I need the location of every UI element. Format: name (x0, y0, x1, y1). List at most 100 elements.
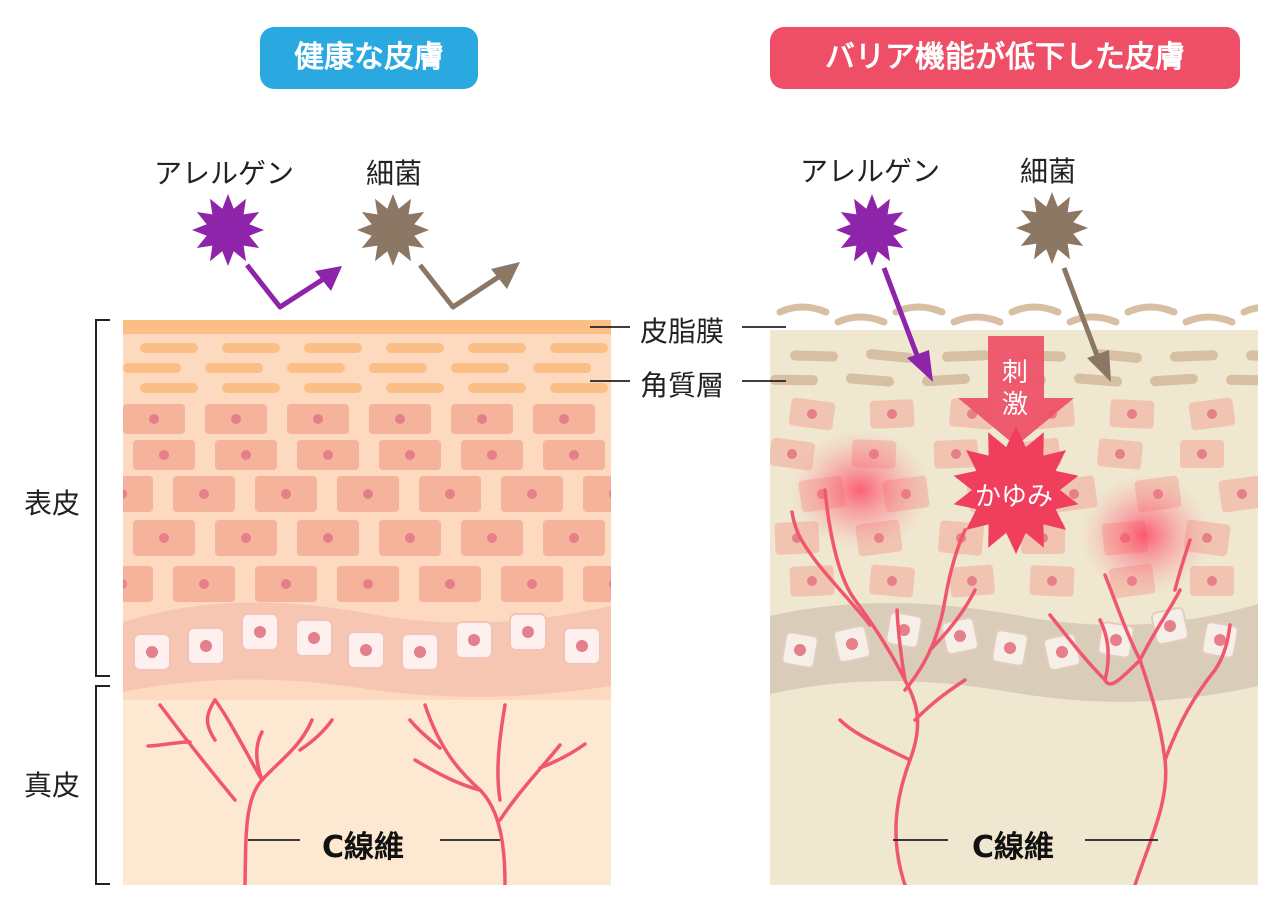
bacteria-label-left: 細菌 (366, 157, 423, 190)
cell-nucleus (363, 489, 373, 499)
corneum-cell (1226, 374, 1258, 386)
cell-nucleus (705, 449, 715, 459)
arrow-icon (907, 350, 933, 382)
corneum-cell (922, 373, 970, 387)
corneum-cell (123, 363, 181, 373)
corneum-cell (304, 343, 362, 353)
arrow-icon (491, 262, 520, 289)
keratinocyte (41, 404, 103, 434)
allergen-star-icon (192, 194, 264, 266)
peeled-flake (776, 303, 830, 316)
cell-nucleus (159, 450, 169, 460)
keratinocyte (51, 520, 113, 556)
cell-nucleus (445, 579, 455, 589)
keratinocyte (51, 440, 113, 470)
cell-nucleus (159, 533, 169, 543)
cell-nucleus (1207, 409, 1217, 419)
corneum-cell (550, 383, 608, 393)
stimulus-label-2: 激 (1002, 390, 1029, 420)
inflammation-spot (790, 430, 930, 550)
cell-nucleus (241, 533, 251, 543)
cell-nucleus (887, 576, 897, 586)
corneum-cell (790, 350, 838, 362)
cell-nucleus (609, 490, 611, 498)
cell-nucleus (281, 579, 291, 589)
healthy-keratinocytes (41, 404, 611, 602)
cell-nucleus (445, 489, 455, 499)
corneum-cell (205, 363, 263, 373)
peeled-flake (1124, 303, 1178, 316)
corneum-cell (468, 383, 526, 393)
cell-nucleus (846, 638, 858, 650)
corneum-cell (287, 363, 345, 373)
cell-nucleus (487, 533, 497, 543)
cell-nucleus (281, 489, 291, 499)
c-fiber-label-left: C線維 (322, 830, 405, 865)
cell-nucleus (1197, 449, 1207, 459)
keratinocyte (692, 521, 737, 555)
cell-nucleus (787, 449, 797, 459)
cell-nucleus (146, 646, 158, 658)
corneum-cell (550, 343, 608, 353)
itch-label: かゆみ (975, 482, 1054, 512)
allergen-label-right: アレルゲン (800, 155, 941, 188)
allergen-deflect-arrow (245, 263, 327, 310)
cell-nucleus (569, 450, 579, 460)
cell-nucleus (609, 580, 611, 588)
peeled-flake (1008, 303, 1062, 316)
epidermis-label: 表皮 (24, 487, 81, 520)
cell-nucleus (967, 576, 977, 586)
corneum-cell (222, 383, 280, 393)
corneum-cell (533, 363, 591, 373)
healthy-basal-cells (133, 613, 601, 671)
cell-nucleus (898, 624, 910, 636)
damaged-c-fibers (790, 488, 1232, 885)
sebum-film-label: 皮脂膜 (640, 315, 725, 348)
cell-nucleus (360, 644, 372, 656)
corneum-cell (140, 343, 198, 353)
corneum-cell (369, 363, 427, 373)
healthy-sebum-film (123, 320, 611, 334)
healthy-skin-section (41, 320, 611, 885)
corneum-cell (140, 383, 198, 393)
cell-nucleus (522, 626, 534, 638)
stratum-corneum-label: 角質層 (640, 369, 725, 402)
cell-nucleus (1164, 620, 1176, 632)
keratinocyte (687, 438, 733, 470)
bacteria-penetrate-arrow (1061, 267, 1101, 359)
cell-nucleus (199, 489, 209, 499)
peeled-flake (834, 313, 888, 326)
healthy-c-fibers (146, 698, 587, 885)
corneum-cell (304, 383, 362, 393)
corneum-cell (866, 349, 914, 363)
stimulus-label-1: 刺 (1002, 358, 1029, 388)
damaged-basal-cells (781, 606, 1239, 672)
cell-nucleus (149, 414, 159, 424)
cell-nucleus (951, 449, 961, 459)
healthy-skin-title: 健康な皮膚 (260, 27, 478, 89)
layer-leader-lines (248, 326, 1158, 841)
damaged-skin-section (687, 303, 1258, 885)
cell-nucleus (576, 640, 588, 652)
cell-nucleus (1047, 576, 1057, 586)
inflammation-spot (1080, 475, 1210, 595)
cell-nucleus (199, 579, 209, 589)
dermis-label: 真皮 (24, 769, 81, 802)
bacteria-star-icon (1016, 192, 1088, 264)
cell-nucleus (241, 450, 251, 460)
cell-nucleus (487, 450, 497, 460)
cell-nucleus (727, 576, 737, 586)
cell-nucleus (1110, 634, 1122, 646)
cell-nucleus (733, 489, 743, 499)
cell-nucleus (254, 626, 266, 638)
corneum-cell (770, 374, 818, 386)
damaged-skin-title: バリア機能が低下した皮膚 (770, 27, 1240, 89)
cell-nucleus (200, 640, 212, 652)
corneum-cell (1150, 373, 1198, 387)
cell-nucleus (1056, 646, 1068, 658)
cell-nucleus (527, 489, 537, 499)
peeled-flake (1240, 304, 1258, 316)
cell-nucleus (1214, 634, 1226, 646)
cell-nucleus (323, 533, 333, 543)
